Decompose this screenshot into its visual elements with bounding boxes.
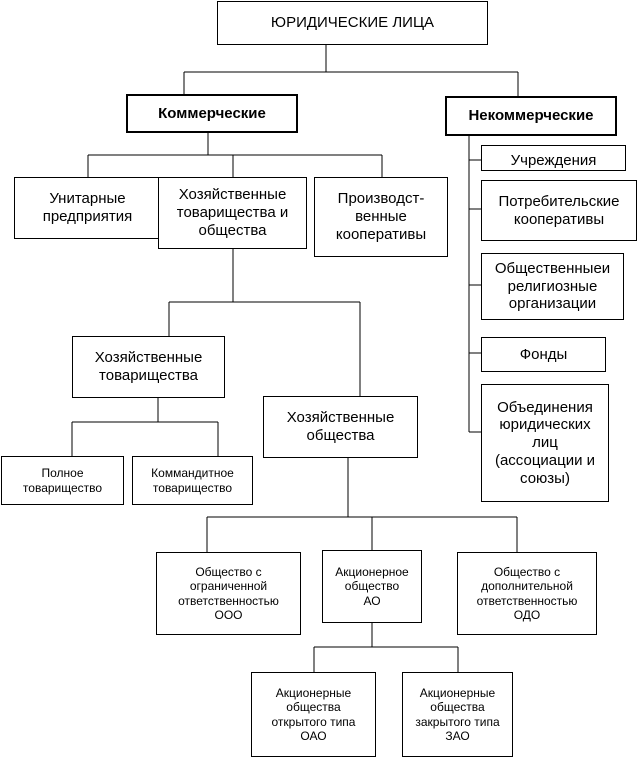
noncommercial-label: Некоммерческие — [468, 107, 594, 125]
full-partnership-node: Полное товарищество — [1, 456, 124, 505]
institutions-node: Учреждения — [481, 145, 626, 171]
alc-node: Общество с дополнительной ответственност… — [457, 552, 597, 635]
funds-label: Фонды — [519, 345, 568, 363]
llc-node: Общество с ограниченной ответственностью… — [156, 552, 301, 635]
cjsc-label: Акционерные общества закрытого типа ЗАО — [415, 686, 500, 743]
jsc-label: Акционерное общество АО — [335, 565, 409, 608]
alc-label: Общество с дополнительной ответственност… — [476, 565, 578, 622]
business-partnerships-societies-label: Хозяйственные товарищества и общества — [176, 186, 289, 239]
cjsc-node: Акционерные общества закрытого типа ЗАО — [402, 672, 513, 757]
unitary-label: Унитарные предприятия — [42, 190, 133, 225]
societies-node: Хозяйственные общества — [263, 396, 418, 458]
public-religious-label: Общественныеи религиозные организации — [494, 259, 611, 313]
production-coops-label: Производст- венные кооперативы — [335, 190, 427, 243]
root-label: ЮРИДИЧЕСКИЕ ЛИЦА — [270, 14, 435, 32]
limited-partnership-node: Коммандитное товарищество — [132, 456, 253, 505]
consumer-coops-label: Потребительские кооперативы — [498, 192, 620, 228]
consumer-coops-node: Потребительские кооперативы — [481, 180, 637, 241]
noncommercial-node: Некоммерческие — [445, 96, 617, 136]
funds-node: Фонды — [481, 337, 606, 372]
associations-label: Объединения юридических лиц (ассоциации … — [494, 398, 596, 487]
jsc-node: Акционерное общество АО — [322, 550, 422, 623]
commercial-node: Коммерческие — [126, 94, 298, 133]
associations-node: Объединения юридических лиц (ассоциации … — [481, 384, 609, 502]
full-partnership-label: Полное товарищество — [22, 466, 103, 495]
llc-label: Общество с ограниченной ответственностью… — [178, 565, 279, 622]
public-religious-node: Общественныеи религиозные организации — [481, 253, 624, 320]
limited-partnership-label: Коммандитное товарищество — [151, 466, 234, 495]
ojsc-label: Акционерные общества открытого типа ОАО — [271, 686, 356, 743]
business-partnerships-societies-node: Хозяйственные товарищества и общества — [158, 177, 307, 249]
institutions-label: Учреждения — [510, 152, 597, 170]
commercial-label: Коммерческие — [158, 104, 266, 122]
unitary-node: Унитарные предприятия — [14, 177, 161, 239]
societies-label: Хозяйственные общества — [286, 409, 395, 444]
root-node: ЮРИДИЧЕСКИЕ ЛИЦА — [217, 1, 488, 45]
partnerships-node: Хозяйственные товарищества — [72, 336, 225, 398]
production-coops-node: Производст- венные кооперативы — [314, 177, 448, 257]
ojsc-node: Акционерные общества открытого типа ОАО — [251, 672, 376, 757]
partnerships-label: Хозяйственные товарищества — [94, 349, 203, 384]
